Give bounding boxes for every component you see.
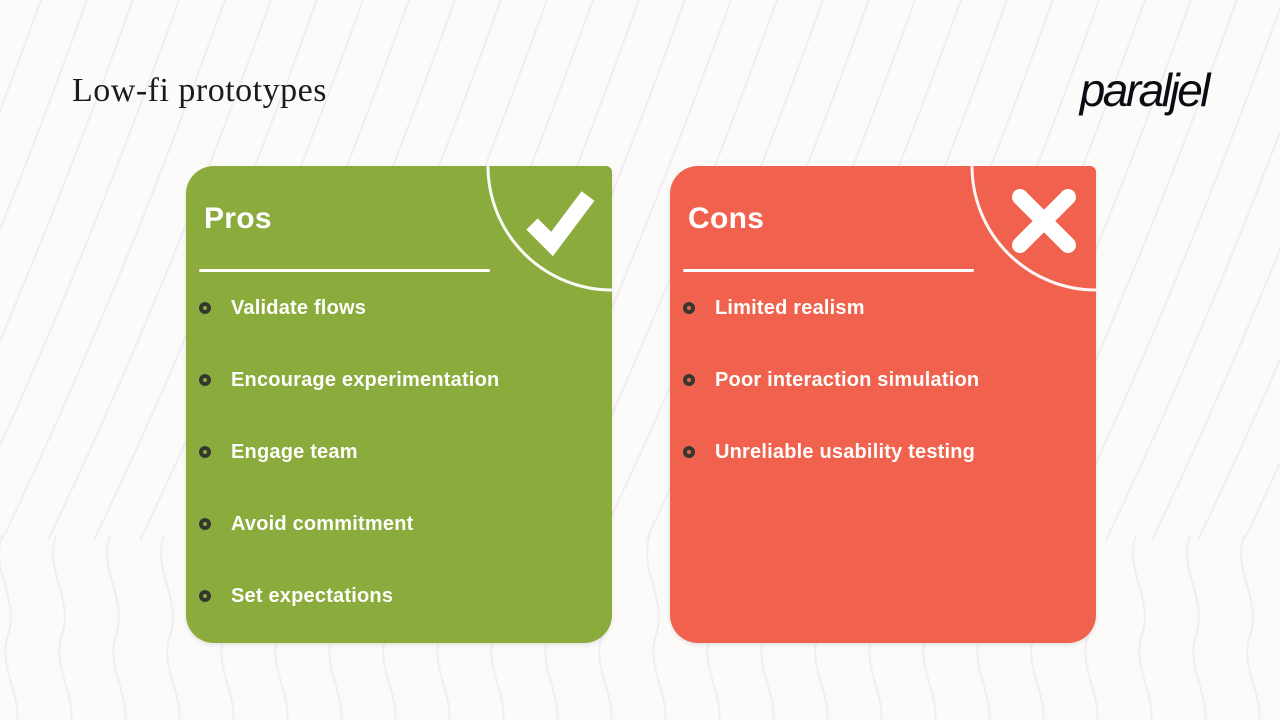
list-item: Engage team	[186, 416, 612, 488]
list-item: Unreliable usability testing	[670, 416, 1096, 488]
cons-list: Limited realism Poor interaction simulat…	[670, 272, 1096, 488]
bullet-circle-icon	[683, 302, 695, 314]
slide-title: Low-fi prototypes	[72, 72, 327, 109]
divider	[683, 269, 974, 272]
bullet-circle-icon	[683, 374, 695, 386]
list-item-label: Unreliable usability testing	[715, 440, 976, 463]
list-item-label: Validate flows	[231, 296, 367, 319]
brand-logo: paraljel	[1079, 64, 1211, 116]
card-title: Pros	[204, 202, 272, 235]
list-item-label: Poor interaction simulation	[715, 368, 980, 391]
divider	[199, 269, 490, 272]
x-icon	[1005, 186, 1083, 256]
cons-card: Cons Limited realism Poor interaction si…	[670, 166, 1096, 643]
list-item-label: Engage team	[231, 440, 358, 463]
list-item-label: Limited realism	[715, 296, 865, 319]
bullet-circle-icon	[199, 302, 211, 314]
list-item: Avoid commitment	[186, 488, 612, 560]
list-item-label: Set expectations	[231, 584, 394, 607]
list-item: Limited realism	[670, 272, 1096, 344]
pros-list: Validate flows Encourage experimentation…	[186, 272, 612, 632]
list-item-label: Avoid commitment	[231, 512, 414, 535]
bullet-circle-icon	[199, 590, 211, 602]
bullet-circle-icon	[199, 518, 211, 530]
list-item: Encourage experimentation	[186, 344, 612, 416]
list-item: Set expectations	[186, 560, 612, 632]
bullet-circle-icon	[683, 446, 695, 458]
card-title: Cons	[688, 202, 765, 235]
bullet-circle-icon	[199, 374, 211, 386]
pros-card: Pros Validate flows Encourage experiment…	[186, 166, 612, 643]
list-item: Poor interaction simulation	[670, 344, 1096, 416]
bullet-circle-icon	[199, 446, 211, 458]
list-item: Validate flows	[186, 272, 612, 344]
check-icon	[521, 186, 599, 257]
list-item-label: Encourage experimentation	[231, 368, 500, 391]
